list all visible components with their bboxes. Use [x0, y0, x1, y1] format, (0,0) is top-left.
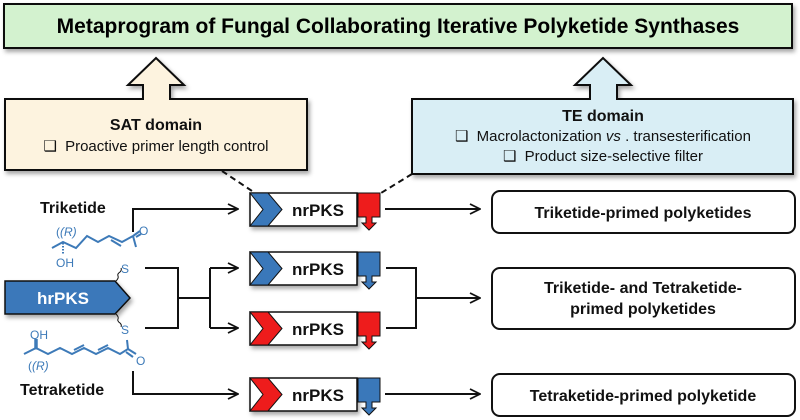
sat-domain-chevron [248, 377, 283, 412]
te-domain-callout: TE domain ❑ Macrolactonization vs . tran… [411, 56, 794, 175]
hrpks-label: hrPKS [37, 289, 89, 308]
te-domain-block [357, 377, 381, 416]
triketide-arrow [132, 209, 238, 232]
nrpks-module: nrPKS [248, 377, 381, 416]
nrpks-modules: nrPKS nrPKS nrPKS nrPKS [248, 192, 381, 416]
te-item-1: ❑ Macrolactonization vs . transesterific… [455, 128, 751, 145]
sat-domain-chevron [248, 251, 283, 286]
tetraketide-structure [23, 339, 137, 358]
nrpks-module: nrPKS [248, 192, 381, 231]
te-box [411, 56, 794, 175]
input-connectors [132, 209, 238, 394]
nrpks-label: nrPKS [292, 260, 344, 279]
title-text: Metaprogram of Fungal Collaborating Iter… [57, 15, 740, 38]
output-connectors [385, 209, 480, 394]
sat-heading: SAT domain [110, 117, 202, 134]
title-banner: Metaprogram of Fungal Collaborating Iter… [3, 3, 793, 49]
te-domain-block [357, 192, 381, 231]
wavy-bond-bottom [115, 313, 122, 328]
te-domain-block [357, 251, 381, 290]
product-label: Triketide-primed polyketides [535, 205, 752, 222]
checkbox-icon: ❑ [43, 138, 56, 155]
triketide-oh-label: OH [56, 256, 74, 270]
title-box [3, 3, 793, 49]
tetraketide-stereo-label: ((R) [28, 359, 49, 373]
wavy-bond-top [115, 267, 122, 282]
triketide-s-label: S [121, 262, 129, 276]
output-bracket [386, 267, 417, 329]
nrpks-label: nrPKS [292, 320, 344, 339]
sat-box [4, 56, 308, 171]
product-label: Tetraketide-primed polyketide [530, 388, 757, 405]
nrpks-module: nrPKS [248, 251, 381, 290]
product-label-line-1: Triketide- and Tetraketide- [544, 280, 742, 297]
checkbox-icon: ❑ [455, 128, 468, 145]
triketide-label: Triketide [40, 200, 106, 217]
sat-domain-chevron [248, 311, 283, 346]
product-box-2: Triketide- and Tetraketide- primed polyk… [491, 267, 796, 330]
sat-item-1: ❑ Proactive primer length control [43, 138, 268, 155]
nrpks-label: nrPKS [292, 201, 344, 220]
te-item-2: ❑ Product size-selective filter [503, 148, 703, 165]
tetraketide-oh-label: OH [30, 328, 48, 342]
hrpks-module: hrPKS [4, 267, 132, 328]
checkbox-icon: ❑ [503, 148, 516, 165]
product-box-3: Tetraketide-primed polyketide [491, 373, 796, 417]
sat-pointer-dashed [221, 170, 256, 194]
nrpks-label: nrPKS [292, 386, 344, 405]
triketide-stereo-label: ((R) [56, 225, 77, 239]
sat-domain-callout: SAT domain ❑ Proactive primer length con… [4, 56, 308, 171]
product-box-1: Triketide-primed polyketides [491, 190, 796, 234]
tetraketide-arrow [132, 371, 238, 394]
tetraketide-o-label: O [136, 354, 145, 368]
nrpks-module: nrPKS [248, 311, 381, 350]
te-domain-block [357, 311, 381, 350]
tetraketide-label: Tetraketide [20, 382, 104, 399]
te-heading: TE domain [562, 108, 644, 125]
triketide-structure [51, 230, 142, 254]
te-pointer-dashed [380, 173, 413, 194]
merge-bracket [145, 267, 179, 329]
triketide-o-label: O [139, 224, 148, 238]
hrpks-shape [4, 280, 132, 315]
product-label-line-2: primed polyketides [570, 301, 716, 318]
sat-domain-chevron [248, 192, 283, 227]
tetraketide-s-label: S [121, 323, 129, 337]
